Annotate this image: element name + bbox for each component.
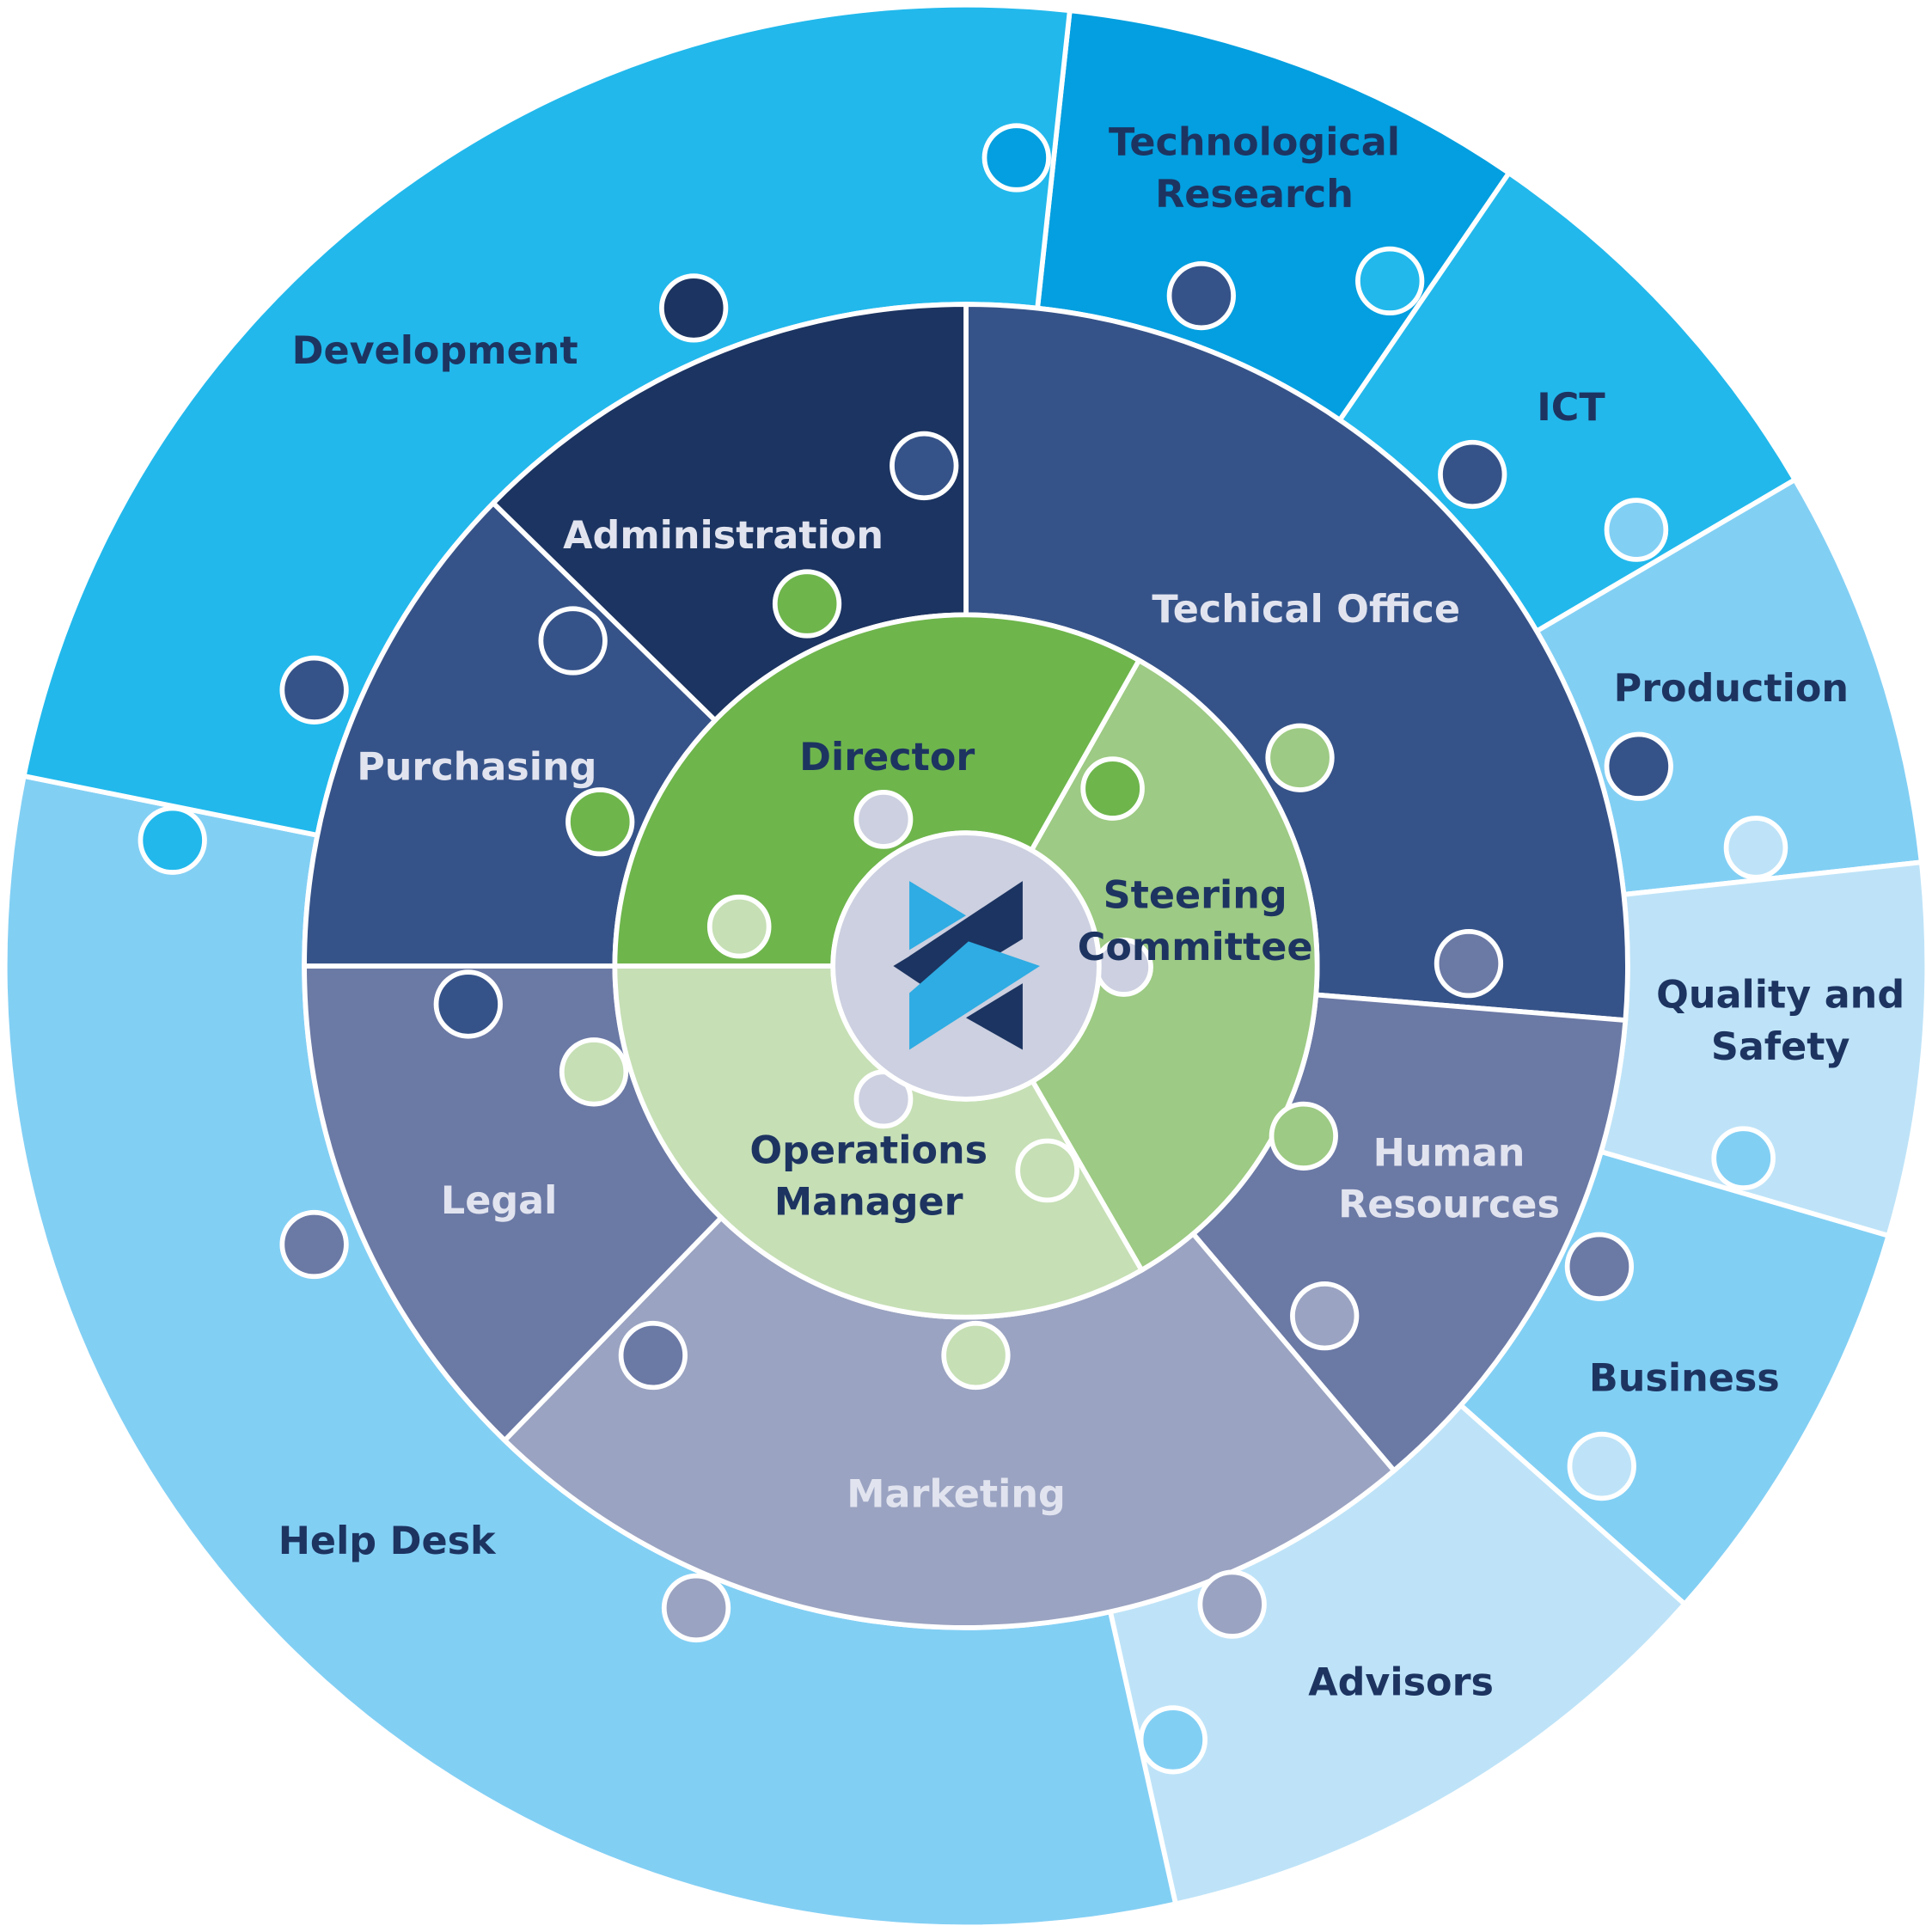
- puzzle-knob: [890, 431, 959, 501]
- puzzle-knob: [1138, 1705, 1208, 1775]
- label-line: Operations: [749, 1128, 987, 1172]
- puzzle-knob: [1711, 1126, 1776, 1190]
- puzzle-knob: [1015, 1138, 1079, 1203]
- puzzle-knob: [559, 1037, 629, 1107]
- label-purchasing: Purchasing: [357, 746, 596, 790]
- label-line: Manager: [774, 1181, 963, 1225]
- label-line: Quality and: [1656, 974, 1904, 1018]
- puzzle-knob: [138, 805, 207, 875]
- puzzle-knob: [566, 787, 635, 857]
- label-line: ICT: [1537, 386, 1605, 430]
- label-development: Development: [292, 329, 578, 373]
- label-line: Advisors: [1308, 1661, 1494, 1705]
- label-line: Technological: [1109, 121, 1400, 165]
- puzzle-knob: [1197, 1569, 1267, 1639]
- puzzle-knob: [1434, 928, 1504, 999]
- puzzle-knob: [1604, 498, 1669, 562]
- label-line: Techical Office: [1152, 588, 1460, 632]
- puzzle-knob: [1265, 723, 1335, 792]
- puzzle-knob: [538, 606, 608, 676]
- puzzle-knob: [1080, 756, 1145, 821]
- label-line: Safety: [1711, 1025, 1850, 1069]
- center-hub: [830, 789, 1153, 1129]
- puzzle-knob: [618, 1320, 688, 1391]
- label-line: Steering: [1104, 874, 1287, 918]
- label-line: Marketing: [847, 1472, 1066, 1516]
- puzzle-knob: [772, 569, 842, 639]
- puzzle-knob: [1567, 1431, 1636, 1501]
- label-business: Business: [1589, 1357, 1780, 1401]
- label-director: Director: [799, 736, 975, 780]
- puzzle-knob: [1290, 1281, 1360, 1351]
- puzzle-knob: [1604, 731, 1673, 801]
- label-help-desk: Help Desk: [278, 1519, 497, 1563]
- label-line: Resources: [1338, 1183, 1560, 1226]
- label-legal: Legal: [441, 1179, 557, 1223]
- puzzle-knob: [1438, 439, 1507, 510]
- label-line: Business: [1589, 1357, 1780, 1401]
- puzzle-knob: [941, 1320, 1011, 1391]
- puzzle-knob: [1355, 246, 1425, 316]
- puzzle-knob: [853, 789, 914, 849]
- puzzle-knob: [279, 655, 349, 724]
- puzzle-knob: [706, 894, 772, 959]
- puzzle-knob: [1723, 816, 1788, 880]
- company-logo-icon: [893, 881, 1041, 1050]
- label-line: Purchasing: [357, 746, 596, 790]
- label-line: Production: [1614, 667, 1849, 711]
- puzzle-knob: [661, 1573, 731, 1643]
- label-marketing: Marketing: [847, 1472, 1066, 1516]
- label-production: Production: [1614, 667, 1849, 711]
- puzzle-knob: [1564, 1232, 1635, 1301]
- label-advisors: Advisors: [1308, 1661, 1494, 1705]
- puzzle-knob: [433, 969, 503, 1039]
- label-line: Research: [1155, 173, 1354, 217]
- label-techical-office: Techical Office: [1152, 588, 1460, 632]
- label-ict: ICT: [1537, 386, 1605, 430]
- label-line: Development: [292, 329, 578, 373]
- label-administration: Administration: [563, 514, 883, 558]
- puzzle-knob: [1269, 1101, 1338, 1171]
- label-line: Human: [1373, 1131, 1525, 1175]
- puzzle-knob: [659, 273, 729, 343]
- label-line: Administration: [563, 514, 883, 558]
- label-line: Director: [799, 736, 975, 780]
- puzzle-knob: [279, 1209, 349, 1280]
- label-line: Legal: [441, 1179, 557, 1223]
- label-line: Committee: [1078, 926, 1313, 969]
- label-line: Help Desk: [278, 1519, 497, 1563]
- puzzle-knob: [1166, 260, 1236, 331]
- puzzle-knob: [981, 123, 1051, 193]
